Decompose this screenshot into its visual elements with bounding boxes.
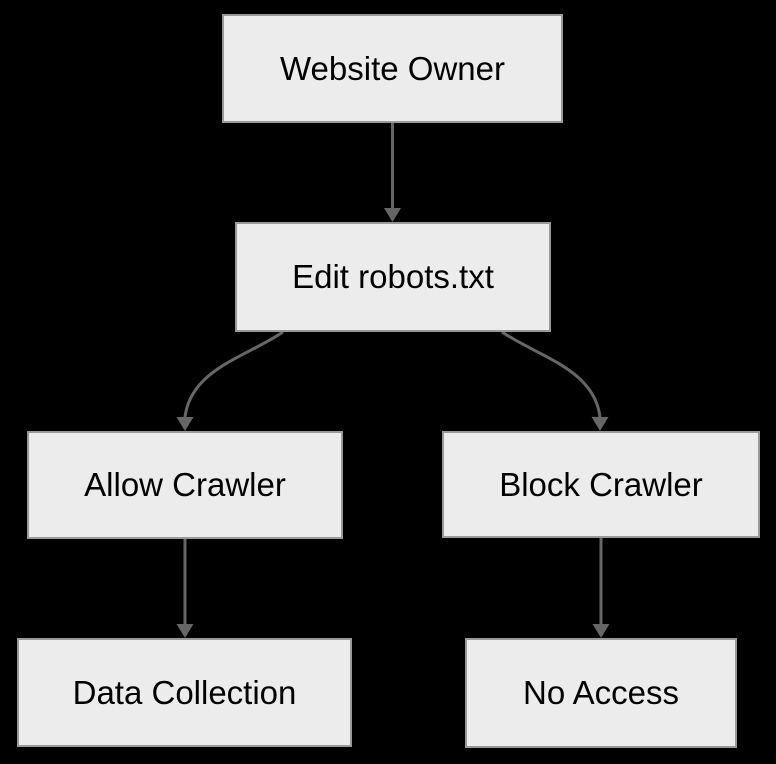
edge-line xyxy=(183,330,284,418)
arrowhead-icon xyxy=(384,208,401,222)
node-no-access-label: No Access xyxy=(523,674,679,712)
edge-website-owner-to-edit-robots-txt xyxy=(384,123,401,222)
edge-edit-robots-txt-to-allow-crawler xyxy=(176,330,284,431)
node-block-crawler: Block Crawler xyxy=(442,431,760,538)
node-data-collection-label: Data Collection xyxy=(72,673,297,711)
node-allow-crawler-label: Allow Crawler xyxy=(84,466,286,504)
edge-line xyxy=(501,330,602,418)
node-website-owner: Website Owner xyxy=(222,14,563,123)
node-no-access: No Access xyxy=(465,638,737,748)
edge-edit-robots-txt-to-block-crawler xyxy=(501,330,609,431)
node-block-crawler-label: Block Crawler xyxy=(499,465,703,503)
arrowhead-icon xyxy=(176,624,194,638)
node-edit-robots-txt-label: Edit robots.txt xyxy=(292,258,494,296)
edge-block-crawler-to-no-access xyxy=(592,538,610,638)
arrowhead-icon xyxy=(176,417,194,431)
node-data-collection: Data Collection xyxy=(17,638,352,747)
arrowhead-icon xyxy=(591,417,609,431)
edge-allow-crawler-to-data-collection xyxy=(176,539,194,638)
node-edit-robots-txt: Edit robots.txt xyxy=(235,222,551,332)
node-website-owner-label: Website Owner xyxy=(280,49,505,87)
node-allow-crawler: Allow Crawler xyxy=(27,431,343,539)
arrowhead-icon xyxy=(592,624,610,638)
